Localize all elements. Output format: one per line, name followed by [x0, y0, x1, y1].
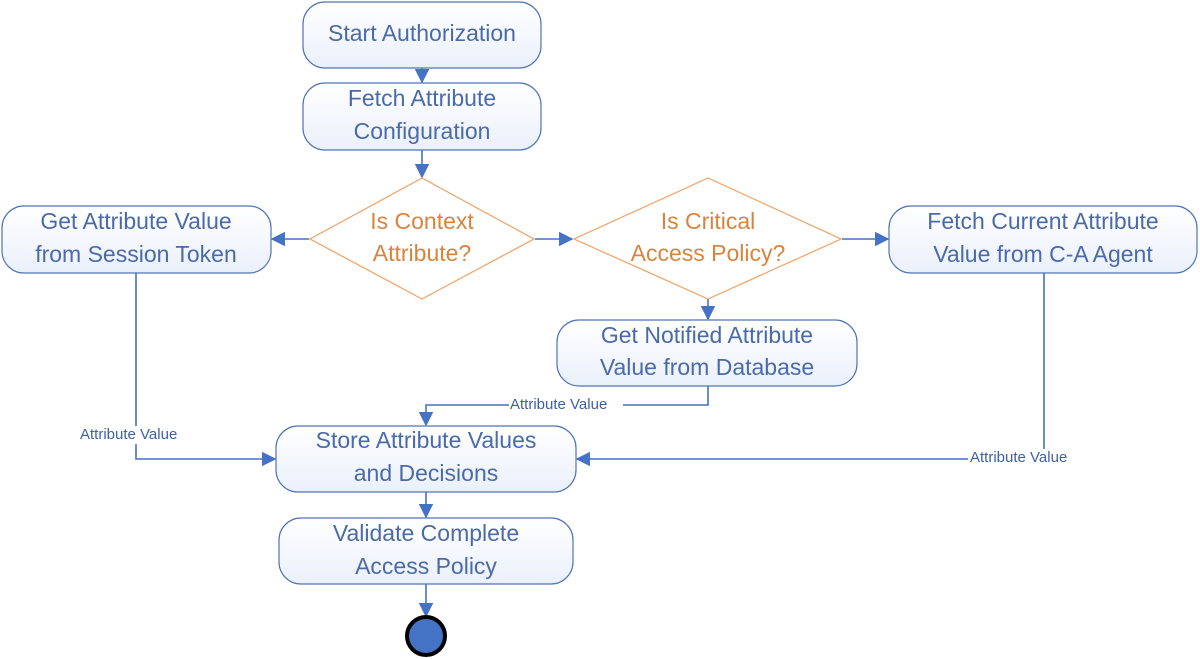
node-session-token-box: [1, 205, 272, 274]
node-critical-decision: Is Critical Access Policy?: [572, 177, 843, 300]
node-session-token-line-1: Get Attribute Value: [40, 208, 231, 234]
node-context-decision-line-2: Attribute?: [373, 240, 471, 266]
node-start: Start Authorization: [302, 1, 542, 69]
node-store-box: [275, 425, 577, 493]
node-fetch-config-box: [302, 82, 542, 151]
node-ca-agent-line-2: Value from C-A Agent: [933, 241, 1153, 267]
node-fetch-config-line-2: Configuration: [354, 118, 491, 144]
node-start-label: Start Authorization: [328, 20, 516, 46]
edge-label-agent: Attribute Value: [970, 449, 1067, 466]
edge-labels: Attribute Value Attribute Value Attribut…: [78, 396, 1086, 467]
end-node: [405, 615, 447, 657]
node-critical-decision-line-1: Is Critical: [661, 208, 756, 234]
node-start-box: [302, 1, 542, 69]
node-session-token-line-2: from Session Token: [35, 241, 237, 267]
node-ca-agent-box: [888, 205, 1198, 274]
node-validate-box: [278, 517, 574, 585]
node-database-box: [556, 319, 858, 387]
edge-label-session: Attribute Value: [80, 426, 177, 443]
node-critical-decision-line-2: Access Policy?: [631, 240, 786, 266]
node-critical-decision-diamond: [572, 177, 843, 300]
node-ca-agent-line-1: Fetch Current Attribute: [927, 208, 1158, 234]
node-store-line-2: and Decisions: [354, 460, 498, 486]
node-store-line-1: Store Attribute Values: [316, 427, 537, 453]
node-context-decision-line-1: Is Context: [370, 208, 474, 234]
node-ca-agent: Fetch Current Attribute Value from C-A A…: [888, 205, 1198, 274]
edge-label-database: Attribute Value: [510, 396, 607, 413]
node-database: Get Notified Attribute Value from Databa…: [556, 319, 858, 387]
node-validate-line-2: Access Policy: [355, 553, 497, 579]
node-validate: Validate Complete Access Policy: [278, 517, 574, 585]
node-store: Store Attribute Values and Decisions: [275, 425, 577, 493]
node-fetch-config: Fetch Attribute Configuration: [302, 82, 542, 151]
node-context-decision-diamond: [308, 177, 536, 300]
node-validate-line-1: Validate Complete: [333, 520, 519, 546]
edge-session-token-to-store: [135, 273, 277, 467]
node-context-decision: Is Context Attribute?: [308, 177, 536, 300]
node-database-line-2: Value from Database: [600, 354, 814, 380]
node-session-token: Get Attribute Value from Session Token: [1, 205, 272, 274]
node-database-line-1: Get Notified Attribute: [601, 322, 813, 348]
node-fetch-config-line-1: Fetch Attribute: [348, 85, 496, 111]
